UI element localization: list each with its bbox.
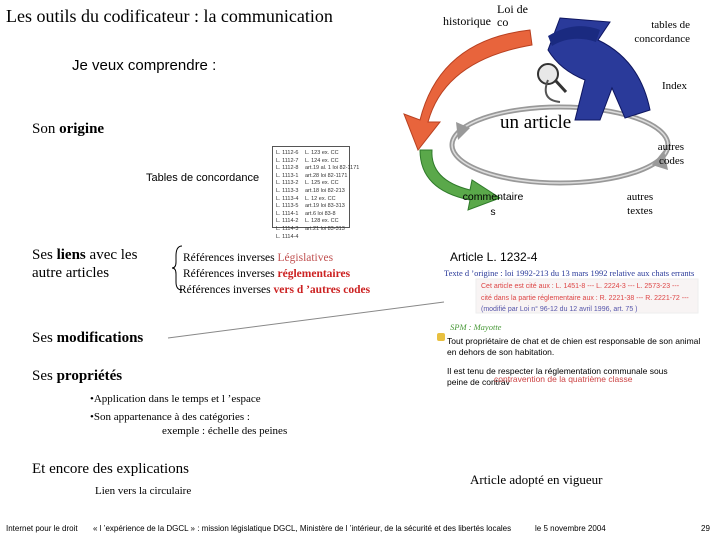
concordance-cell: L. 1114-4 bbox=[276, 233, 299, 240]
label-commentaires: commentaire s bbox=[462, 191, 524, 218]
green-arrow bbox=[419, 149, 502, 211]
label-autres-codes: autres codes bbox=[657, 141, 684, 167]
modif-pointer bbox=[167, 301, 445, 339]
concordance-cell: L. 1112-7 bbox=[276, 157, 299, 164]
article-para-2a: Il est tenu de respecter la réglementati… bbox=[447, 366, 668, 376]
concordance-cell: art.28 loi 82-1171 bbox=[305, 172, 348, 179]
concordance-cell: art.19 loi 83-313 bbox=[305, 203, 345, 210]
note-icon bbox=[437, 333, 445, 341]
concordance-cell: L. 1113-3 bbox=[276, 187, 299, 194]
concordance-cell: L. 128 ex. CC bbox=[305, 218, 339, 225]
concordance-cell: L. 1112-8 bbox=[276, 165, 299, 172]
concordance-cell: L. 1113-4 bbox=[276, 195, 299, 202]
article-para-1: Tout propriétaire de chat et de chien es… bbox=[447, 336, 701, 357]
concordance-cell: art.18 loi 82-213 bbox=[305, 187, 345, 194]
article-cite-line[interactable]: Cet article est cité aux : L. 1451-8 ---… bbox=[481, 283, 680, 290]
concordance-cell: L. 1114-2 bbox=[276, 218, 299, 225]
article-contravention-link[interactable]: contravention de la quatrième classe bbox=[494, 374, 633, 384]
footer-middle: « l ’expérience de la DGCL » : mission l… bbox=[93, 524, 512, 533]
footer-left: Internet pour le droit bbox=[6, 524, 78, 533]
article-modifie[interactable]: (modifié par Loi n° 96-12 du 12 avril 19… bbox=[481, 306, 638, 313]
article-adopte: Article adopté en vigueur bbox=[470, 472, 603, 487]
label-co: co bbox=[497, 15, 509, 29]
refs-bracket bbox=[171, 245, 183, 291]
concordance-cell: L. 124 ex. CC bbox=[305, 157, 339, 164]
proprietes-bullet-1: •Application dans le temps et l ’espace bbox=[90, 393, 261, 405]
concordance-cell: L. 12 ex. CC bbox=[305, 195, 336, 202]
concordance-cell: L. 1114-1 bbox=[276, 210, 299, 217]
orange-arrow bbox=[403, 29, 533, 151]
concordance-cell: L. 125 ex. CC bbox=[305, 180, 339, 187]
concordance-cell: L. 1113-2 bbox=[276, 180, 299, 187]
label-tables-concordance: tables de concordance bbox=[634, 19, 690, 45]
article-para-2b: peine de contrav bbox=[447, 377, 510, 387]
concordance-cell: L. 1113-5 bbox=[276, 203, 299, 210]
proprietes-bullet-2: •Son appartenance à des catégories : bbox=[90, 411, 250, 423]
detective-figure bbox=[537, 17, 651, 121]
page-title: Les outils du codificateur : la communic… bbox=[6, 6, 333, 26]
label-loi-de: Loi de bbox=[497, 2, 528, 16]
concordance-cell: art.19 al. 1 loi 82-1171 bbox=[305, 165, 360, 172]
article-heading: Article L. 1232-4 bbox=[450, 250, 538, 264]
ref-legislatives[interactable]: Références inverses Législatives bbox=[183, 252, 334, 264]
concordance-cell: art.21 loi 83-313 bbox=[305, 225, 345, 232]
article-spm: SPM : Mayotte bbox=[450, 322, 502, 332]
ses-proprietes: Ses propriétés bbox=[32, 368, 123, 384]
label-autres-textes: autres textes bbox=[626, 191, 654, 217]
concordance-cell: L. 1114-3 bbox=[276, 225, 299, 232]
label-index: Index bbox=[662, 80, 688, 92]
exemple-line: exemple : échelle des peines bbox=[162, 425, 288, 437]
ses-liens: Ses liens avec les autre articles bbox=[32, 247, 138, 281]
subtitle: Je veux comprendre : bbox=[72, 57, 217, 74]
tables-concordance-label: Tables de concordance bbox=[146, 172, 260, 184]
article-highlight-box bbox=[475, 278, 699, 314]
concordance-cell: art.6 loi 83-8 bbox=[305, 210, 336, 217]
concordance-cell: L. 123 ex. CC bbox=[305, 150, 339, 156]
son-origine: Son origine bbox=[32, 121, 105, 137]
article-texte-origine[interactable]: Texte d ’origine : loi 1992-213 du 13 ma… bbox=[444, 268, 695, 278]
label-historique: historique bbox=[443, 14, 491, 28]
ref-autres-codes[interactable]: Références inverses vers d ’autres codes bbox=[179, 284, 371, 296]
ref-reglementaires[interactable]: Références inverses réglementaires bbox=[183, 268, 351, 280]
footer-date: le 5 novembre 2004 bbox=[535, 524, 606, 533]
footer-page-number: 29 bbox=[701, 524, 710, 533]
article-cite-reglementaire[interactable]: cité dans la partie réglementaire aux : … bbox=[481, 295, 689, 302]
ses-modifications: Ses modifications bbox=[32, 330, 144, 346]
concordance-cell: L. 1112-6 bbox=[276, 150, 299, 156]
lien-circulaire[interactable]: Lien vers la circulaire bbox=[95, 485, 192, 497]
et-encore: Et encore des explications bbox=[32, 461, 190, 477]
references-list: Références inverses Législatives Référen… bbox=[179, 250, 370, 298]
concordance-cell: L. 1113-1 bbox=[276, 172, 299, 179]
center-label-un-article: un article bbox=[500, 112, 572, 133]
